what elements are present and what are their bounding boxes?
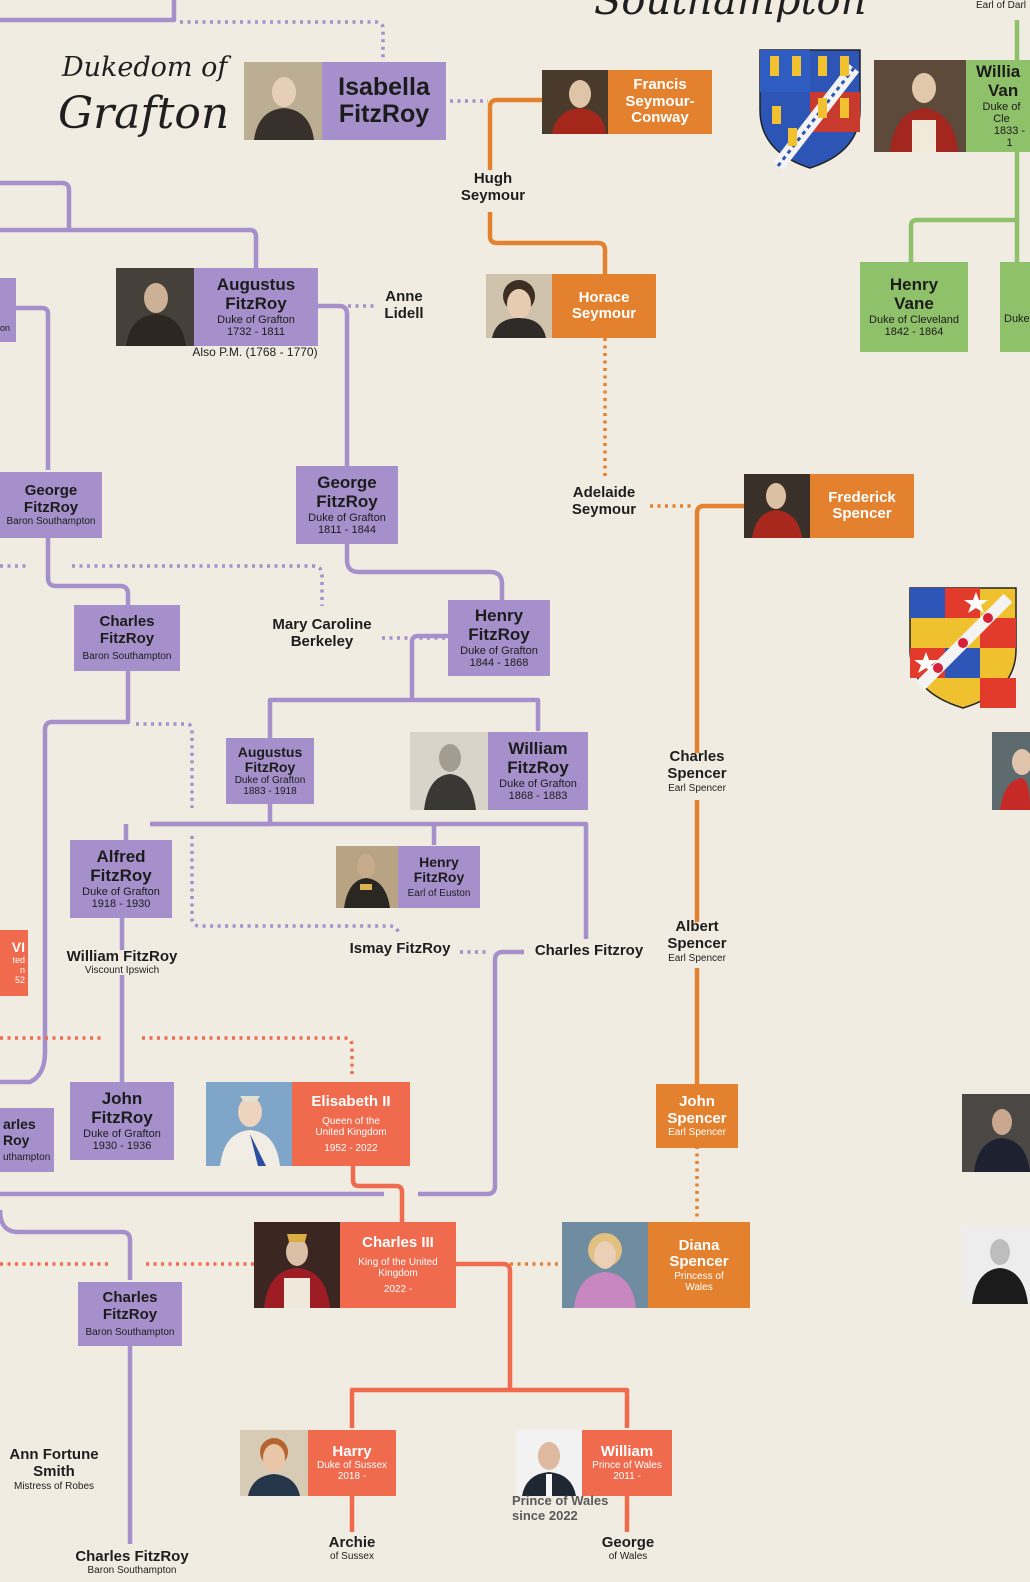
box-john-spencer: John Spencer Earl Spencer	[656, 1084, 738, 1148]
red-marriage-lines	[0, 1036, 354, 1266]
portrait-partial-right-2	[962, 1094, 1030, 1172]
heading-southampton: Southampton	[594, 0, 867, 24]
orange-marriage-lines	[510, 338, 699, 1266]
portrait-isabella	[244, 62, 322, 140]
portrait-charles-iii	[254, 1222, 340, 1308]
portrait-frederick	[744, 474, 810, 538]
label-archie: Archie of Sussex	[328, 1534, 376, 1563]
box-augustus-fitzroy-2: Augustus FitzRoy Duke of Grafton 1883 - …	[226, 738, 314, 804]
box-charles-fitzroy-partial: arles Roy uthampton	[0, 1108, 54, 1172]
box-partial-left-1: on	[0, 278, 16, 342]
portrait-partial-right-1	[992, 732, 1030, 810]
green-lineage-lines	[908, 20, 1020, 262]
portrait-francis	[542, 70, 608, 134]
label-george-of-wales: George of Wales	[601, 1534, 655, 1563]
box-william-fitzroy-dg: William FitzRoy Duke of Grafton 1868 - 1…	[488, 732, 588, 810]
box-horace-seymour: Horace Seymour	[552, 274, 656, 338]
label-also-pm: Also P.M. (1768 - 1770)	[192, 345, 318, 359]
portrait-harry	[240, 1430, 308, 1496]
label-charles-spencer: Charles Spencer Earl Spencer	[667, 748, 727, 794]
box-augustus-fitzroy-1: Augustus FitzRoy Duke of Grafton 1732 - …	[194, 268, 318, 346]
portrait-william-pw	[516, 1430, 582, 1496]
box-diana-spencer: Diana Spencer Princess of Wales	[648, 1222, 750, 1308]
box-alfred-fitzroy: Alfred FitzRoy Duke of Grafton 1918 - 19…	[70, 840, 172, 918]
box-frederick-spencer: Frederick Spencer	[810, 474, 914, 538]
label-ismay-fitzroy: Ismay FitzRoy	[349, 940, 451, 957]
box-isabella-fitzroy: Isabella FitzRoy	[322, 62, 446, 140]
box-elisabeth-ii: Elisabeth II Queen of the United Kingdom…	[292, 1082, 410, 1166]
box-charles-fitzroy-bs-1: Charles FitzRoy Baron Southampton	[74, 605, 180, 671]
label-prince-of-wales-since: Prince of Wales since 2022	[512, 1493, 609, 1523]
portrait-augustus-1	[116, 268, 194, 346]
box-harry: Harry Duke of Sussex 2018 -	[308, 1430, 396, 1496]
portrait-partial-right-3	[962, 1226, 1030, 1304]
label-mary-caroline-berkeley: Mary Caroline Berkeley	[272, 616, 372, 651]
box-francis-seymour-conway: Francis Seymour- Conway	[608, 70, 712, 134]
label-hugh-seymour: Hugh Seymour	[460, 170, 526, 205]
portrait-horace	[486, 274, 552, 338]
label-earl-darlington: Earl of Darl	[976, 0, 1027, 11]
box-henry-fitzroy-euston: Henry FitzRoy Earl of Euston	[398, 846, 480, 908]
portrait-william-dg	[410, 732, 488, 810]
purple-lineage-lines	[0, 0, 589, 1544]
portrait-henry-euston	[336, 846, 398, 908]
red-lineage-lines	[349, 1164, 630, 1532]
heading-grafton: Grafton	[58, 88, 230, 139]
coat-of-arms-spencer-icon	[909, 587, 1017, 709]
box-george-fitzroy-bs: George FitzRoy Baron Southampton	[0, 472, 102, 538]
heading-dukedom-of: Dukedom of	[62, 52, 228, 83]
box-charles-iii: Charles III King of the United Kingdom 2…	[340, 1222, 456, 1308]
box-george-fitzroy-dg: George FitzRoy Duke of Grafton 1811 - 18…	[296, 466, 398, 544]
coat-of-arms-icon	[759, 49, 861, 170]
label-ann-fortune-smith: Ann Fortune Smith Mistress of Robes	[9, 1446, 99, 1492]
orange-lineage-lines	[487, 97, 744, 1084]
label-anne-lidell: Anne Lidell	[384, 288, 424, 323]
box-henry-vane: Henry Vane Duke of Cleveland 1842 - 1864	[860, 262, 968, 352]
box-charles-fitzroy-bs-2: Charles FitzRoy Baron Southampton	[78, 1282, 182, 1346]
box-henry-fitzroy-dg: Henry FitzRoy Duke of Grafton 1844 - 186…	[448, 600, 550, 676]
portrait-elisabeth	[206, 1082, 292, 1166]
box-william-prince-of-wales: William Prince of Wales 2011 -	[582, 1430, 672, 1496]
label-charles-fitzroy-bs-3: Charles FitzRoy Baron Southampton	[75, 1548, 189, 1577]
box-john-fitzroy: John FitzRoy Duke of Grafton 1930 - 1936	[70, 1082, 174, 1160]
portrait-diana	[562, 1222, 648, 1308]
label-adelaide-seymour: Adelaide Seymour	[571, 484, 637, 519]
label-albert-spencer: Albert Spencer Earl Spencer	[667, 918, 727, 964]
purple-marriage-lines	[0, 20, 490, 954]
box-william-vane-partial: Willia Van Duke of Cle 1833 - 1	[966, 60, 1030, 152]
box-george-vi-partial: VI ted n 52	[0, 930, 28, 996]
box-duke-partial: Duke	[1000, 262, 1030, 352]
portrait-william-vane	[874, 60, 966, 152]
label-charles-fitzroy-plain: Charles Fitzroy	[534, 942, 644, 959]
label-william-fitzroy-ipswich: William FitzRoy Viscount Ipswich	[66, 948, 178, 977]
